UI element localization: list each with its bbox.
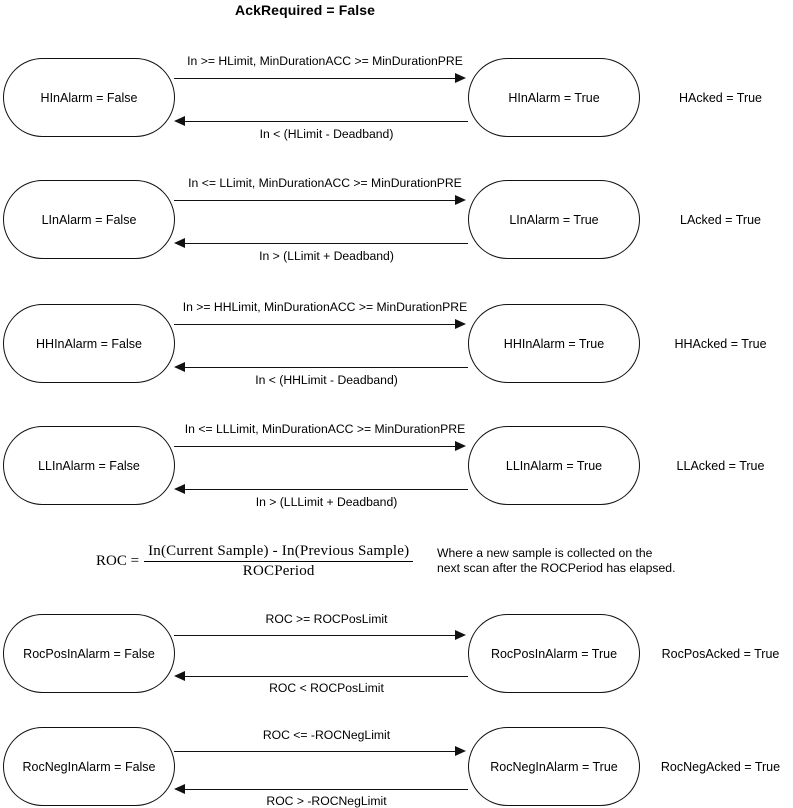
arrowhead-hh-forward-icon bbox=[455, 319, 466, 329]
roc-formula: ROC = In(Current Sample) - In(Previous S… bbox=[96, 543, 414, 580]
acked-label-hh: HHAcked = True bbox=[674, 337, 767, 351]
transition-label-h-back: In < (HLimit - Deadband) bbox=[259, 127, 394, 141]
transition-label-rocneg-forward: ROC <= -ROCNegLimit bbox=[262, 728, 391, 742]
state-box-h-true[interactable]: HInAlarm = True bbox=[468, 58, 640, 137]
transition-label-hh-back: In < (HHLimit - Deadband) bbox=[255, 373, 398, 387]
state-box-hh-false[interactable]: HHInAlarm = False bbox=[3, 304, 175, 383]
arrowhead-rocpos-back-icon bbox=[174, 671, 185, 681]
transition-arrow-hh-forward bbox=[174, 324, 456, 325]
acked-label-l: LAcked = True bbox=[680, 213, 761, 227]
arrowhead-l-forward-icon bbox=[455, 195, 466, 205]
roc-note-line-1: Where a new sample is collected on the bbox=[437, 546, 653, 560]
transition-label-l-forward: In <= LLimit, MinDurationACC >= MinDurat… bbox=[188, 176, 462, 190]
transition-arrow-ll-back bbox=[185, 489, 468, 490]
roc-note: Where a new sample is collected on the n… bbox=[437, 546, 675, 576]
acked-label-h: HAcked = True bbox=[678, 91, 763, 105]
transition-arrow-l-forward bbox=[174, 200, 456, 201]
arrowhead-l-back-icon bbox=[174, 238, 185, 248]
arrowhead-h-back-icon bbox=[174, 116, 185, 126]
roc-formula-numerator: In(Current Sample) - In(Previous Sample) bbox=[144, 543, 414, 562]
state-box-h-false[interactable]: HInAlarm = False bbox=[3, 58, 175, 137]
arrowhead-ll-forward-icon bbox=[455, 441, 466, 451]
state-box-rocneg-true[interactable]: RocNegInAlarm = True bbox=[468, 727, 640, 806]
transition-arrow-hh-back bbox=[185, 367, 468, 368]
acked-label-rocpos: RocPosAcked = True bbox=[661, 647, 780, 661]
roc-formula-lhs: ROC = bbox=[96, 553, 140, 569]
transition-label-rocpos-back: ROC < ROCPosLimit bbox=[269, 681, 384, 695]
arrowhead-rocneg-back-icon bbox=[174, 784, 185, 794]
arrowhead-hh-back-icon bbox=[174, 362, 185, 372]
transition-label-rocneg-back: ROC > -ROCNegLimit bbox=[266, 794, 387, 808]
state-box-rocneg-false[interactable]: RocNegInAlarm = False bbox=[3, 727, 175, 806]
arrowhead-rocneg-forward-icon bbox=[455, 746, 466, 756]
state-box-l-false[interactable]: LInAlarm = False bbox=[3, 180, 175, 259]
transition-label-rocpos-forward: ROC >= ROCPosLimit bbox=[265, 612, 388, 626]
arrowhead-ll-back-icon bbox=[174, 484, 185, 494]
arrowhead-rocpos-forward-icon bbox=[455, 630, 466, 640]
transition-arrow-rocneg-forward bbox=[174, 751, 456, 752]
state-box-ll-true[interactable]: LLInAlarm = True bbox=[468, 426, 640, 505]
state-box-rocpos-true[interactable]: RocPosInAlarm = True bbox=[468, 614, 640, 693]
transition-arrow-h-forward bbox=[174, 78, 456, 79]
state-box-rocpos-false[interactable]: RocPosInAlarm = False bbox=[3, 614, 175, 693]
transition-label-l-back: In > (LLimit + Deadband) bbox=[259, 249, 394, 263]
transition-arrow-rocneg-back bbox=[185, 789, 468, 790]
roc-formula-fraction: In(Current Sample) - In(Previous Sample)… bbox=[144, 543, 414, 580]
acked-label-rocneg: RocNegAcked = True bbox=[660, 760, 781, 774]
transition-label-ll-back: In > (LLLimit + Deadband) bbox=[255, 495, 398, 509]
transition-arrow-h-back bbox=[185, 121, 468, 122]
transition-arrow-rocpos-back bbox=[185, 676, 468, 677]
transition-arrow-ll-forward bbox=[174, 446, 456, 447]
arrowhead-h-forward-icon bbox=[455, 73, 466, 83]
state-box-hh-true[interactable]: HHInAlarm = True bbox=[468, 304, 640, 383]
acked-label-ll: LLAcked = True bbox=[676, 459, 765, 473]
transition-arrow-l-back bbox=[185, 243, 468, 244]
roc-note-line-2: next scan after the ROCPeriod has elapse… bbox=[437, 561, 676, 575]
state-box-l-true[interactable]: LInAlarm = True bbox=[468, 180, 640, 259]
page-title: AckRequired = False bbox=[234, 2, 375, 18]
roc-formula-denominator: ROCPeriod bbox=[242, 563, 315, 579]
state-box-ll-false[interactable]: LLInAlarm = False bbox=[3, 426, 175, 505]
transition-label-h-forward: In >= HLimit, MinDurationACC >= MinDurat… bbox=[187, 54, 463, 68]
transition-arrow-rocpos-forward bbox=[174, 635, 456, 636]
transition-label-hh-forward: In >= HHLimit, MinDurationACC >= MinDura… bbox=[182, 300, 468, 314]
transition-label-ll-forward: In <= LLLimit, MinDurationACC >= MinDura… bbox=[184, 422, 466, 436]
